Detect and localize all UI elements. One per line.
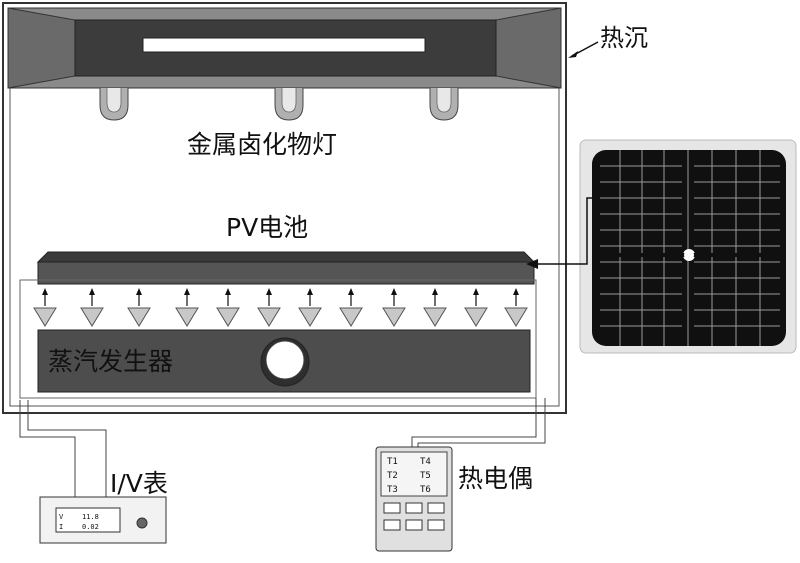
steam-flow-marker (216, 288, 240, 327)
thermocouple-key (427, 519, 445, 531)
lamp-tube (142, 37, 426, 53)
steam-flow-marker (33, 288, 57, 327)
steam-generator-label: 蒸汽发生器 (48, 347, 173, 376)
lamp-fixtures (99, 88, 459, 121)
steam-port (265, 340, 305, 380)
steam-flow-markers (33, 288, 528, 327)
thermocouple-key (383, 519, 401, 531)
steam-flow-marker (423, 288, 447, 327)
thermocouple-key (405, 519, 423, 531)
thermocouple-key (427, 502, 445, 514)
iv-row2-symbol: I (59, 523, 63, 531)
iv-meter-knob (136, 517, 148, 529)
solar-panel-photo (579, 139, 797, 354)
iv-row1-value: 11.8 (82, 513, 99, 521)
panel-pointer-line (534, 197, 598, 265)
iv-row2-value: 0.02 (82, 523, 99, 531)
thermocouple-key (383, 502, 401, 514)
iv-row1-symbol: V (59, 513, 64, 521)
heat-sink (7, 7, 562, 89)
wire-iv-inner (27, 400, 107, 497)
iv-meter-label: I/V表 (110, 469, 168, 498)
steam-flow-marker (504, 288, 528, 327)
steam-flow-marker (127, 288, 151, 327)
steam-flow-marker (339, 288, 363, 327)
thermocouple-channel: T2 (387, 471, 398, 481)
pv-cell-label: PV电池 (226, 213, 308, 242)
heat-sink-arrowhead (568, 51, 578, 58)
thermocouple-key (405, 502, 423, 514)
lamp-label: 金属卤化物灯 (187, 130, 337, 159)
thermocouple-reader: T1 T4 T2 T5 T3 T6 (375, 446, 453, 552)
thermocouple-channel: T6 (420, 485, 431, 495)
wire-iv-outer (19, 400, 76, 497)
steam-region-frame (19, 279, 537, 399)
panel-pointer-arrowhead (526, 259, 538, 269)
thermocouple-label: 热电偶 (458, 464, 533, 493)
pv-panel-slab (36, 251, 536, 285)
steam-flow-marker (298, 288, 322, 327)
thermocouple-channel: T3 (387, 485, 398, 495)
thermocouple-channel: T4 (420, 457, 431, 467)
iv-meter: V 11.8 I 0.02 (39, 496, 167, 544)
heat-sink-label: 热沉 (600, 24, 648, 52)
wire-thermocouple-2 (417, 398, 546, 447)
steam-flow-marker (464, 288, 488, 327)
steam-flow-marker (175, 288, 199, 327)
wire-thermocouple-1 (411, 398, 537, 447)
steam-flow-marker (257, 288, 281, 327)
steam-flow-marker (80, 288, 104, 327)
thermocouple-channel: T1 (387, 457, 398, 467)
steam-flow-marker (382, 288, 406, 327)
thermocouple-channel: T5 (420, 471, 431, 481)
